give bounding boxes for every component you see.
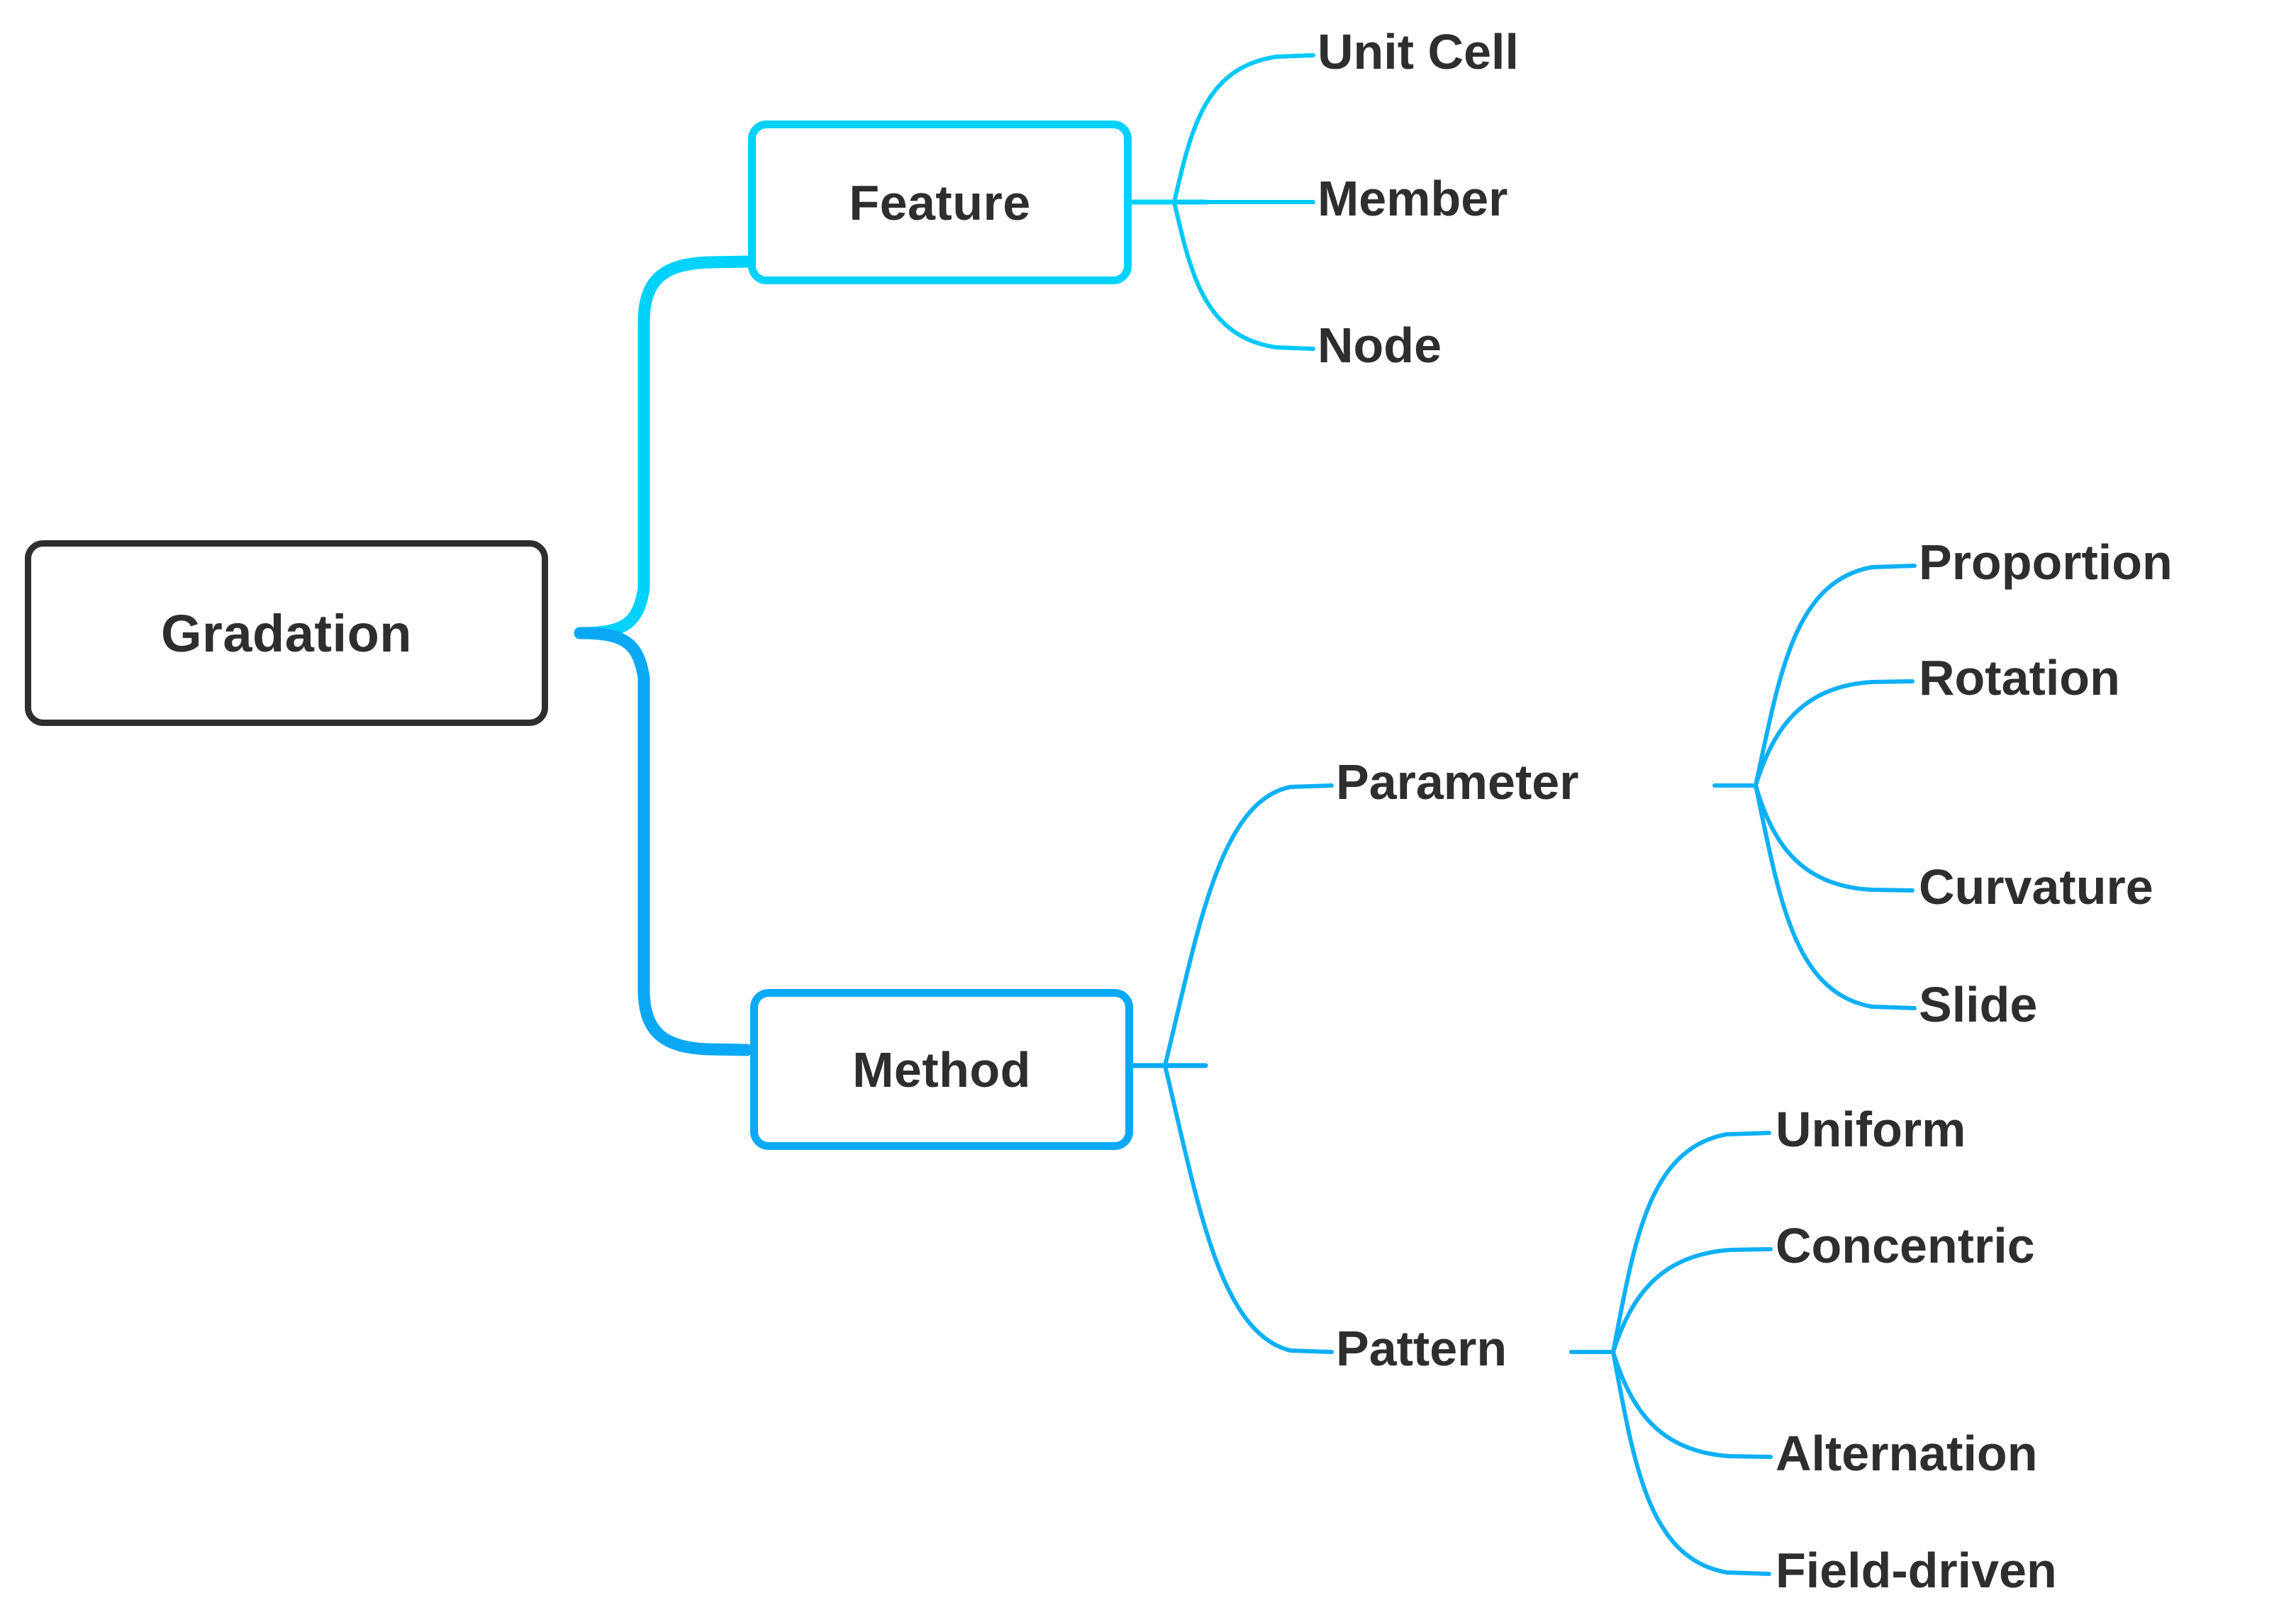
- node-root-label: Gradation: [161, 603, 412, 663]
- connector-parameter-slide: [1754, 783, 1917, 1010]
- connector-root-to-method: [574, 627, 753, 1056]
- connector-pattern-concentric: [1611, 1247, 1773, 1354]
- leaf-node[interactable]: Node: [1317, 318, 1442, 373]
- node-branch-method-label: Method: [852, 1041, 1031, 1097]
- leaf-proportion[interactable]: Proportion: [1919, 535, 2173, 590]
- leaf-field-driven[interactable]: Field-driven: [1776, 1543, 2057, 1598]
- connector-feature-node: [1172, 200, 1315, 351]
- node-branch-feature[interactable]: Feature: [748, 121, 1132, 284]
- connector-root-to-feature: [574, 255, 753, 639]
- leaf-unit-cell[interactable]: Unit Cell: [1317, 24, 1519, 79]
- connector-method-pattern: [1163, 1063, 1334, 1354]
- connector-pattern-alternation: [1611, 1350, 1773, 1459]
- connector-pattern-uniform: [1611, 1131, 1771, 1354]
- node-root-gradation[interactable]: Gradation: [25, 540, 548, 726]
- connector-pattern-field-driven: [1611, 1350, 1771, 1576]
- leaf-member[interactable]: Member: [1317, 171, 1508, 226]
- leaf-uniform[interactable]: Uniform: [1776, 1102, 1966, 1157]
- node-subbranch-pattern[interactable]: Pattern: [1336, 1321, 1508, 1376]
- leaf-slide[interactable]: Slide: [1919, 977, 2038, 1032]
- connector-parameter-proportion: [1754, 564, 1917, 788]
- node-branch-method[interactable]: Method: [750, 989, 1133, 1150]
- connector-feature-unit-cell: [1172, 53, 1315, 204]
- node-branch-feature-label: Feature: [849, 174, 1031, 230]
- leaf-concentric[interactable]: Concentric: [1776, 1218, 2035, 1273]
- leaf-alternation[interactable]: Alternation: [1776, 1426, 2038, 1481]
- leaf-rotation[interactable]: Rotation: [1919, 650, 2120, 705]
- connector-parameter-rotation: [1754, 679, 1915, 788]
- connector-parameter-curvature: [1754, 783, 1915, 893]
- node-subbranch-parameter[interactable]: Parameter: [1336, 754, 1579, 810]
- leaf-curvature[interactable]: Curvature: [1919, 859, 2153, 915]
- connector-method-parameter: [1163, 783, 1334, 1068]
